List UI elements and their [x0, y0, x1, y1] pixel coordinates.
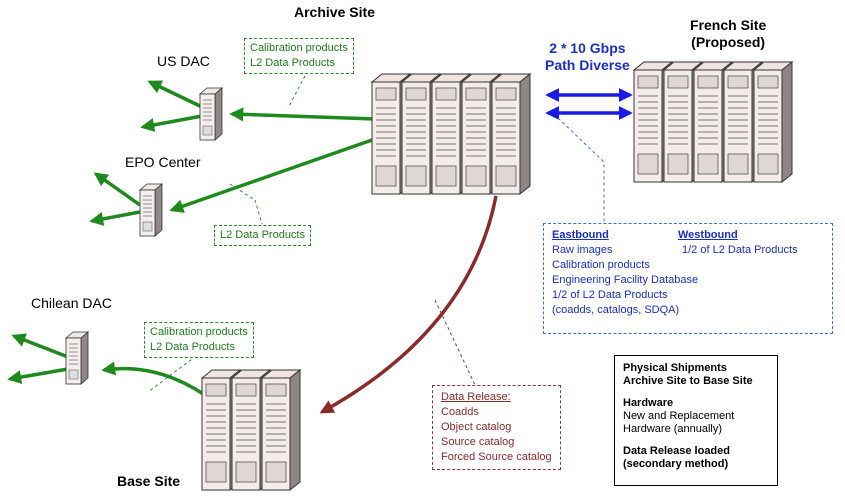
french-transfer-box: Eastbound Raw images Calibration product…	[543, 223, 833, 334]
eastbound-item: Engineering Facility Database	[552, 274, 699, 286]
chilean-product-item: L2 Data Products	[150, 341, 235, 353]
chilean-product-item: Calibration products	[150, 326, 248, 338]
archive-to-epo-arrow	[169, 138, 373, 213]
us-dac-label: US DAC	[157, 53, 210, 69]
data-release-item: Source catalog	[441, 436, 515, 448]
eastbound-section: Eastbound Raw images Calibration product…	[552, 228, 698, 318]
eastbound-item: Raw images	[552, 244, 613, 256]
epo-center-label: EPO Center	[125, 154, 201, 170]
base-site-label: Base Site	[117, 473, 181, 489]
us-dac-server	[199, 87, 223, 141]
link-capacity-line1: 2 * 10 Gbps	[549, 40, 626, 56]
release-box-leader	[434, 299, 476, 386]
eastbound-title: Eastbound	[552, 229, 609, 241]
shipments-title-line1: Physical Shipments	[623, 362, 727, 374]
french-site-racks	[633, 61, 793, 183]
chilean-products-box: Calibration products L2 Data Products	[144, 322, 254, 358]
us-dac-box-leader	[287, 75, 306, 109]
epo-server	[139, 183, 163, 237]
epo-product-item: L2 Data Products	[220, 229, 305, 241]
french-box-leader	[557, 117, 605, 223]
data-release-title: Data Release:	[441, 391, 511, 403]
westbound-section: Westbound 1/2 of L2 Data Products	[678, 228, 798, 258]
data-release-box: Data Release: Coadds Object catalog Sour…	[432, 385, 561, 470]
data-release-item: Coadds	[441, 406, 479, 418]
us-dac-product-item: L2 Data Products	[250, 57, 335, 69]
epo-box-leader	[229, 183, 256, 201]
westbound-item: 1/2 of L2 Data Products	[682, 244, 798, 256]
chilean-out-arrows	[7, 333, 69, 384]
shipments-hardware-line2: Hardware (annually)	[623, 423, 723, 435]
french-link-arrows	[545, 88, 633, 120]
base-site-racks	[201, 369, 301, 491]
data-release-item: Object catalog	[441, 421, 512, 433]
base-to-chilean-arrow	[101, 361, 214, 402]
eastbound-item: 1/2 of L2 Data Products	[552, 289, 668, 301]
archive-to-us-dac-arrow	[229, 107, 376, 122]
archive-site-racks	[371, 73, 531, 195]
archive-to-base-arrow	[319, 195, 498, 414]
shipments-hardware-title: Hardware	[623, 397, 674, 409]
shipments-title-line2: Archive Site to Base Site	[623, 375, 753, 387]
physical-shipments-box: Physical Shipments Archive Site to Base …	[614, 355, 778, 486]
french-site-subtitle: (Proposed)	[691, 34, 766, 50]
link-capacity-line2: Path Diverse	[545, 57, 630, 73]
epo-box-leader-2	[254, 199, 263, 225]
epo-out-arrows	[89, 172, 142, 226]
link-capacity-label: 2 * 10 Gbps Path Diverse	[545, 40, 630, 74]
chilean-box-leader	[147, 355, 197, 393]
french-site-label: French Site (Proposed)	[690, 17, 766, 51]
us-dac-out-arrows	[140, 80, 203, 132]
us-dac-product-item: Calibration products	[250, 42, 348, 54]
french-site-title: French Site	[690, 17, 767, 33]
epo-products-box: L2 Data Products	[214, 225, 311, 246]
us-dac-products-box: Calibration products L2 Data Products	[244, 38, 354, 74]
shipments-hardware-line1: New and Replacement	[623, 410, 735, 422]
chilean-dac-server	[65, 331, 89, 385]
westbound-title: Westbound	[678, 229, 738, 241]
shipments-release-title-line2: (secondary method)	[623, 458, 729, 470]
eastbound-item: (coadds, catalogs, SDQA)	[552, 304, 680, 316]
data-release-item: Forced Source catalog	[441, 451, 552, 463]
chilean-dac-label: Chilean DAC	[31, 295, 112, 311]
shipments-release-title-line1: Data Release loaded	[623, 445, 730, 457]
archive-site-label: Archive Site	[294, 4, 375, 20]
eastbound-item: Calibration products	[552, 259, 650, 271]
